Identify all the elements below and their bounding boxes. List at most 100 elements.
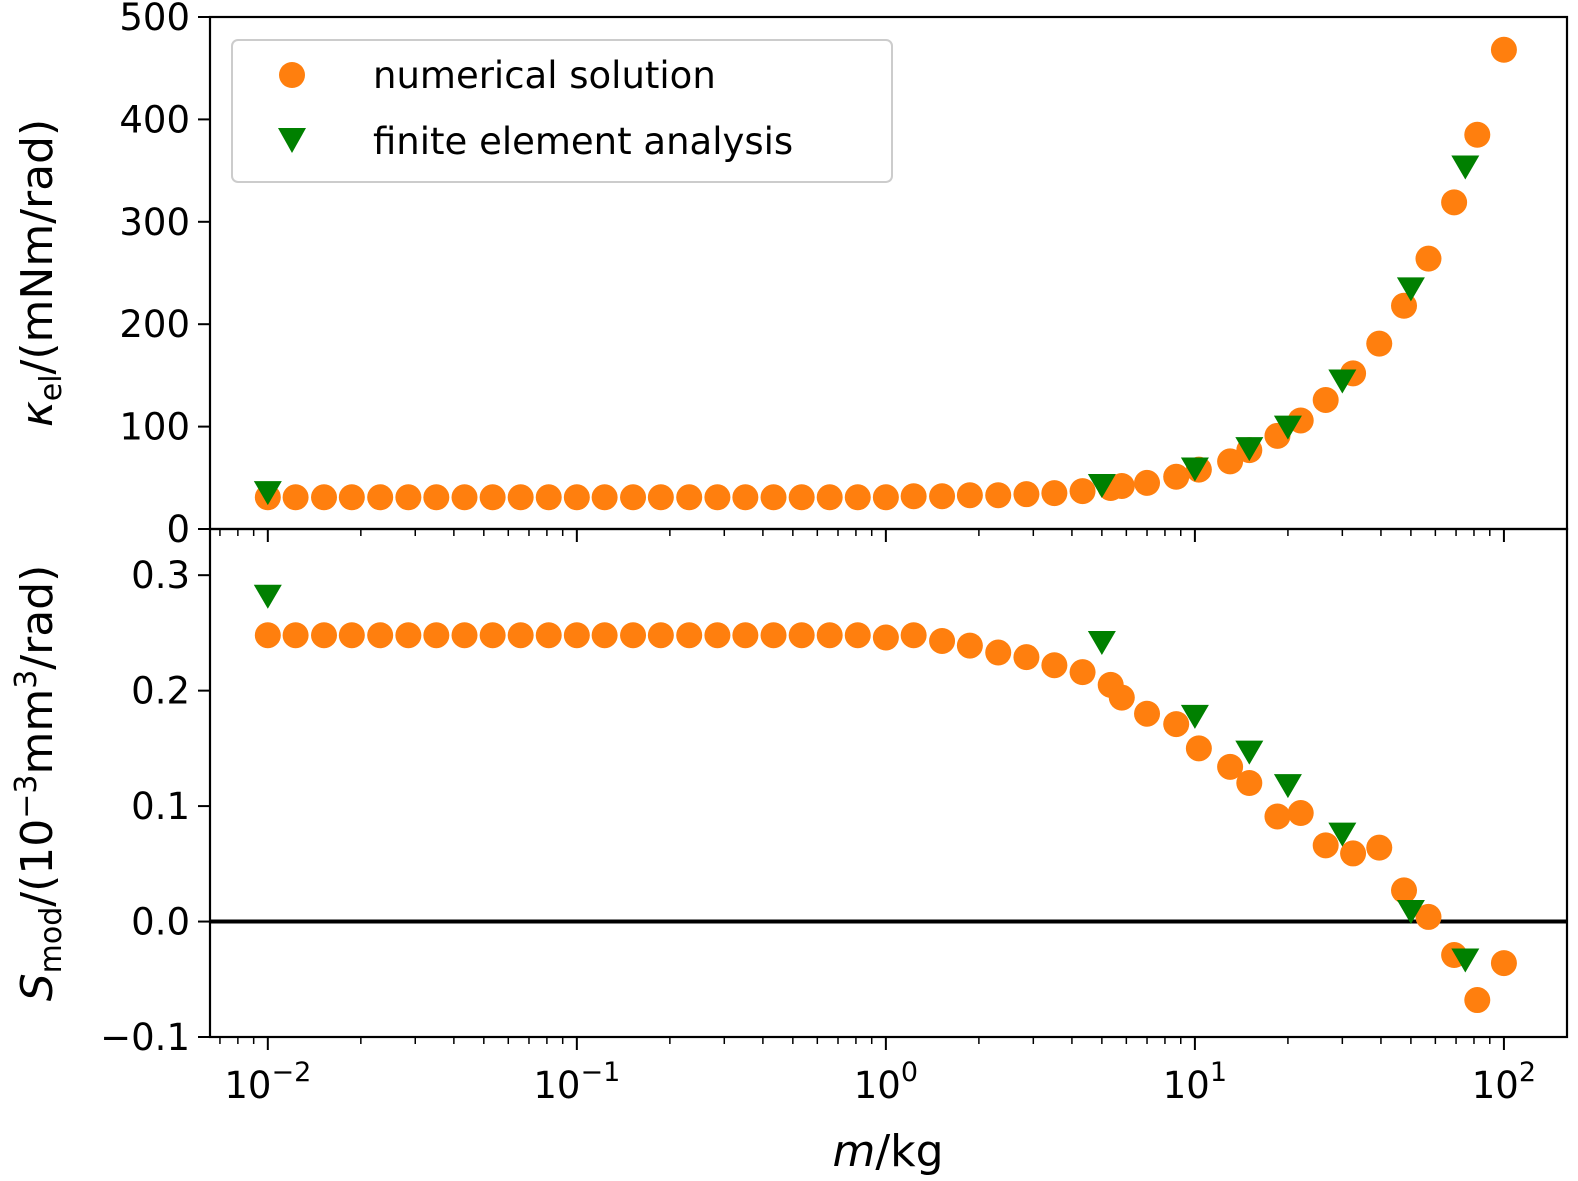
numerical-solution-point: [760, 484, 787, 511]
finite-element-analysis-point: [1396, 900, 1425, 924]
top-y-axis-label-unit: /(mNm/rad): [12, 119, 63, 375]
numerical-solution-point: [1185, 735, 1212, 762]
numerical-solution-point: [423, 622, 450, 649]
numerical-solution-point: [929, 483, 956, 510]
top-y-axis-label: κel/(mNm/rad): [12, 119, 69, 427]
numerical-solution-point: [563, 622, 590, 649]
finite-element-analysis-point: [253, 584, 282, 609]
numerical-solution-point: [1163, 711, 1190, 738]
numerical-solution-point: [900, 483, 927, 510]
top-y-tick-label: 500: [119, 0, 190, 39]
numerical-solution-point: [872, 484, 899, 511]
finite-element-analysis-point: [1328, 369, 1357, 394]
x-tick-label: 102: [1472, 1057, 1536, 1107]
finite-element-analysis-point: [1087, 473, 1116, 498]
legend-frame: [231, 39, 893, 183]
top-y-axis-label-subscript: el: [34, 374, 69, 401]
numerical-solution-point: [1287, 800, 1314, 827]
bottom-y-tick-label: 0.1: [131, 785, 190, 828]
bottom-y-axis-label-unit-c: /rad): [12, 565, 63, 670]
top-y-tick-label: 300: [119, 201, 190, 244]
numerical-solution-point: [338, 484, 365, 511]
x-axis-label-unit: /kg: [875, 1126, 943, 1177]
numerical-solution-point: [647, 484, 674, 511]
numerical-solution-point: [395, 622, 422, 649]
finite-element-analysis-point: [1451, 948, 1480, 973]
bottom-y-axis-label-exponent-a: −3: [9, 775, 44, 819]
x-tick-label: 100: [854, 1057, 918, 1107]
top-data-layer: [253, 36, 1517, 511]
legend-marker-finite-element-analysis: [278, 128, 306, 153]
numerical-solution-point: [676, 484, 703, 511]
numerical-solution-point: [872, 624, 899, 651]
x-tick-label: 10−2: [224, 1057, 311, 1107]
numerical-solution-point: [788, 484, 815, 511]
finite-element-analysis-point: [1273, 415, 1302, 440]
bottom-y-axis-label-subscript: mod: [34, 907, 69, 974]
numerical-solution-point: [1134, 700, 1161, 727]
legend-label-finite-element-analysis: finite element analysis: [373, 120, 793, 163]
top-y-tick-label: 100: [119, 406, 190, 449]
numerical-solution-point: [563, 484, 590, 511]
numerical-solution-point: [1366, 834, 1393, 861]
numerical-solution-point: [1069, 478, 1096, 505]
legend: numerical solution finite element analys…: [231, 39, 893, 183]
top-panel: 0 100 200 300 400 500 κel/(mNm/rad) numerical…: [12, 0, 1569, 551]
numerical-solution-point: [282, 484, 309, 511]
numerical-solution-point: [1312, 386, 1339, 413]
numerical-solution-point: [985, 482, 1012, 509]
top-y-ticks: 0 100 200 300 400 500: [119, 0, 210, 551]
numerical-solution-point: [676, 622, 703, 649]
numerical-solution-point: [1490, 950, 1517, 977]
numerical-solution-point: [282, 622, 309, 649]
numerical-solution-point: [1134, 469, 1161, 496]
numerical-solution-point: [985, 639, 1012, 666]
numerical-solution-point: [1108, 472, 1135, 499]
finite-element-analysis-point: [1273, 774, 1302, 799]
numerical-solution-point: [1464, 121, 1491, 148]
bottom-y-ticks: −0.10.00.10.20.3: [100, 554, 210, 1059]
bottom-y-tick-label: 0.3: [131, 554, 190, 597]
finite-element-analysis-point: [1180, 457, 1209, 482]
bottom-y-axis-label-symbol: S: [12, 973, 63, 1001]
numerical-solution-point: [1391, 877, 1418, 904]
numerical-solution-point: [367, 484, 394, 511]
numerical-solution-point: [1441, 189, 1468, 216]
bottom-data-layer: [210, 584, 1567, 1014]
top-y-tick-label: 400: [119, 98, 190, 141]
numerical-solution-point: [704, 622, 731, 649]
numerical-solution-point: [788, 622, 815, 649]
numerical-solution-point: [1340, 840, 1367, 867]
x-tick-label: 101: [1163, 1057, 1227, 1107]
numerical-solution-point: [1415, 903, 1442, 930]
top-y-tick-label: 0: [166, 508, 190, 551]
numerical-solution-point: [1013, 481, 1040, 508]
numerical-solution-point: [760, 622, 787, 649]
numerical-solution-point: [367, 622, 394, 649]
numerical-solution-point: [900, 622, 927, 649]
top-x-ticks: [219, 529, 1505, 542]
numerical-solution-point: [1490, 36, 1517, 63]
numerical-solution-point: [1163, 463, 1190, 490]
bottom-y-axis-label-unit-a: /(10: [12, 819, 63, 907]
numerical-solution-point: [254, 622, 281, 649]
numerical-solution-point: [451, 622, 478, 649]
numerical-solution-point: [311, 622, 338, 649]
numerical-solution-point: [479, 622, 506, 649]
top-y-axis-label-symbol: κ: [12, 401, 63, 427]
numerical-solution-point: [1217, 753, 1244, 780]
numerical-solution-point: [844, 484, 871, 511]
numerical-solution-point: [1264, 803, 1291, 830]
numerical-solution-point: [591, 622, 618, 649]
numerical-solution-point: [1312, 832, 1339, 859]
legend-label-numerical-solution: numerical solution: [373, 54, 716, 97]
numerical-solution-point: [338, 622, 365, 649]
numerical-solution-point: [507, 484, 534, 511]
numerical-solution-point: [620, 484, 647, 511]
numerical-solution-point: [1415, 245, 1442, 272]
top-y-tick-label: 200: [119, 303, 190, 346]
numerical-solution-point: [816, 484, 843, 511]
numerical-solution-point: [1217, 448, 1244, 475]
bottom-y-axis-label-unit-b: mm: [12, 689, 63, 775]
